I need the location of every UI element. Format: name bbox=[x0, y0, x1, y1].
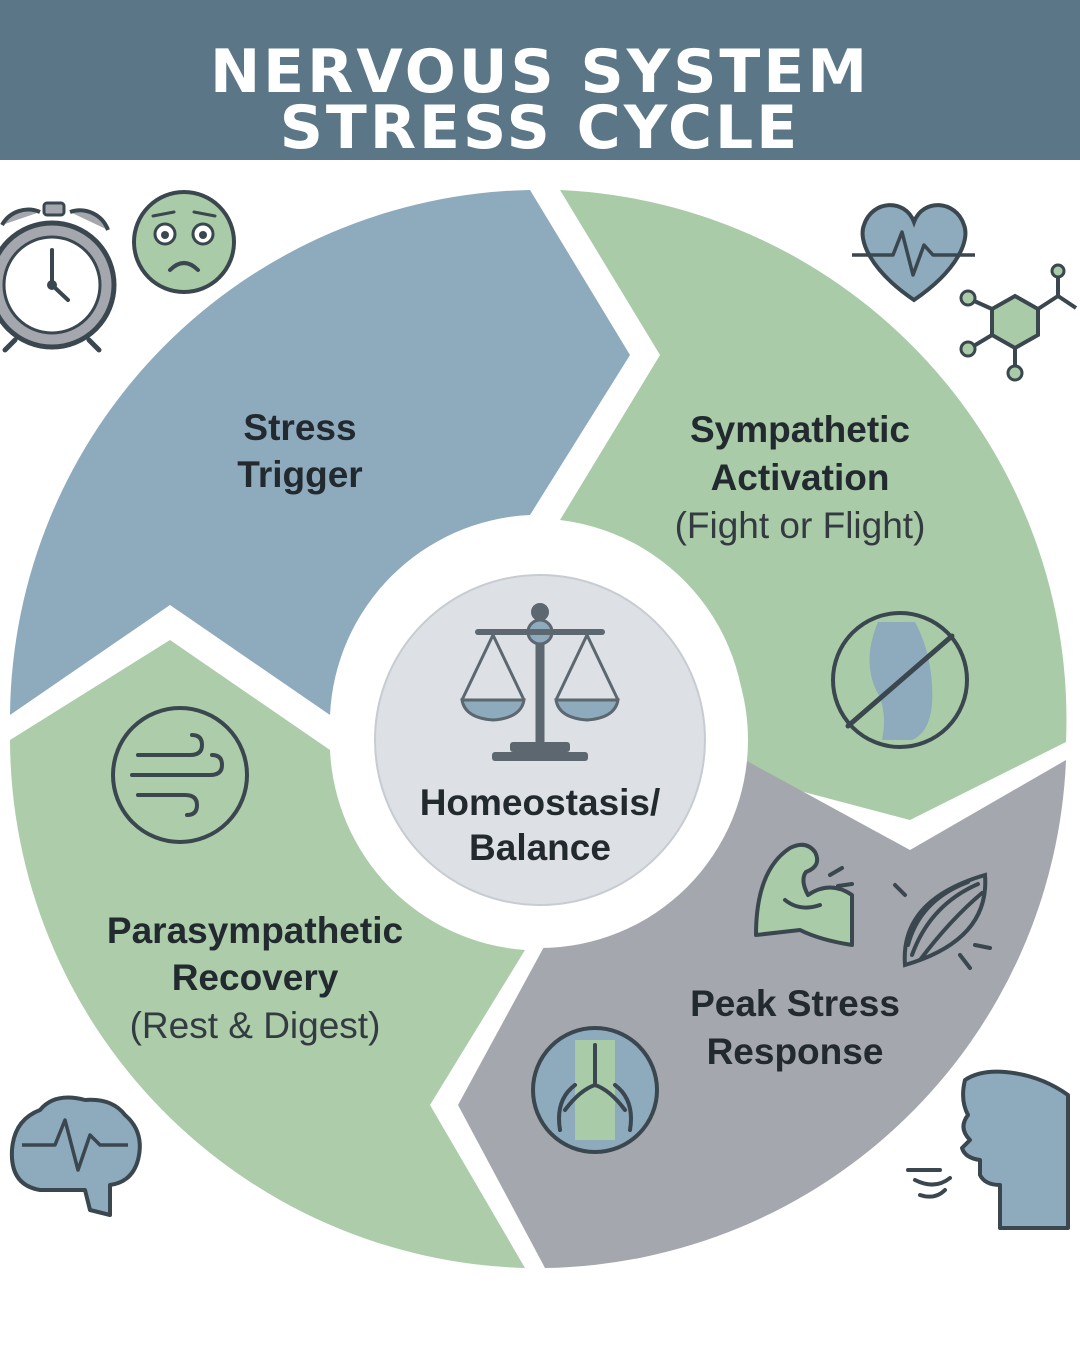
stress-trigger-label-line-2: Trigger bbox=[237, 454, 362, 495]
header-banner: NERVOUS SYSTEM STRESS CYCLE bbox=[0, 0, 1080, 160]
segment-stress-trigger bbox=[10, 190, 630, 715]
title-line-2: STRESS CYCLE bbox=[279, 93, 801, 163]
stress-cycle-diagram: Homeostasis/ Balance Stress Trigger Symp… bbox=[0, 190, 1078, 1268]
breathing-head-icon bbox=[906, 1069, 1070, 1230]
peak-stress-label-line-2: Response bbox=[707, 1031, 884, 1072]
segment-sympathetic-activation bbox=[560, 190, 1067, 820]
alarm-clock-icon bbox=[0, 201, 117, 353]
no-digestion-icon bbox=[831, 611, 969, 749]
sympathetic-label-line-1: Sympathetic bbox=[690, 409, 910, 450]
peak-stress-label-line-1: Peak Stress bbox=[690, 983, 900, 1024]
molecule-icon bbox=[959, 263, 1078, 382]
worried-face-icon bbox=[132, 190, 236, 294]
brain-wave-icon bbox=[9, 1095, 142, 1217]
wind-breath-icon bbox=[111, 706, 249, 844]
lungs-icon bbox=[531, 1026, 659, 1154]
balance-scale-icon bbox=[460, 603, 620, 761]
heartbeat-heart-icon bbox=[852, 203, 975, 303]
parasympathetic-label-line-2: Recovery bbox=[172, 957, 339, 998]
parasympathetic-label-line-1: Parasympathetic bbox=[107, 910, 403, 951]
stress-trigger-label-line-1: Stress bbox=[243, 407, 356, 448]
center-label-line-1: Homeostasis/ bbox=[420, 782, 661, 823]
center-label-line-2: Balance bbox=[469, 827, 611, 868]
flexed-arm-icon bbox=[754, 842, 854, 947]
muscle-fiber-icon bbox=[893, 872, 992, 970]
sympathetic-label-line-2: Activation bbox=[711, 457, 890, 498]
title-line-1: NERVOUS SYSTEM bbox=[209, 37, 871, 107]
sympathetic-sublabel: (Fight or Flight) bbox=[675, 505, 926, 546]
parasympathetic-sublabel: (Rest & Digest) bbox=[130, 1005, 381, 1046]
page-title: NERVOUS SYSTEM STRESS CYCLE bbox=[0, 37, 1080, 163]
